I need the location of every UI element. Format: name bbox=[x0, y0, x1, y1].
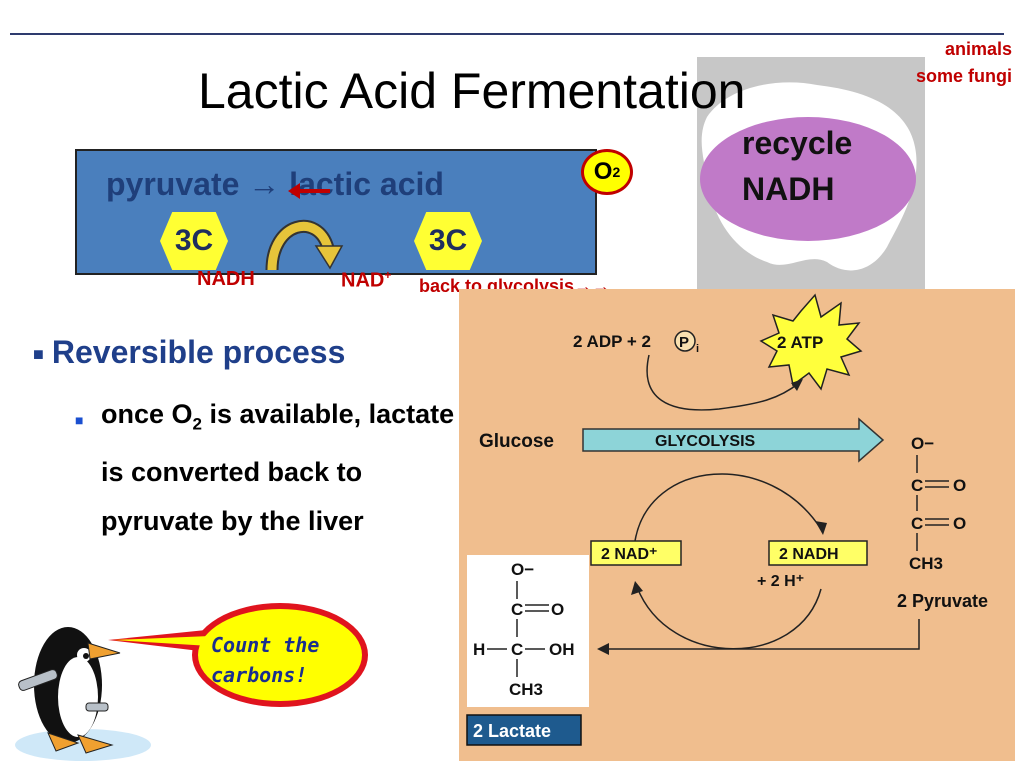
pyruvate-o1: O bbox=[953, 476, 966, 495]
carbon-hexagon-right: 3C bbox=[414, 212, 482, 270]
pyruvate-c1: C bbox=[911, 476, 923, 495]
nad-label: NAD+ bbox=[341, 268, 391, 293]
bubble-line1: Count the bbox=[211, 633, 320, 657]
nadh-box bbox=[768, 540, 868, 566]
lactate-structure-box bbox=[467, 555, 589, 707]
lactate-ch3: CH3 bbox=[509, 680, 543, 699]
lactate-label-box bbox=[466, 714, 582, 746]
lactate-o-minus: O− bbox=[511, 560, 534, 579]
pyruvate-o-minus: O− bbox=[911, 434, 934, 453]
bullet-reversible: ■ Reversible process bbox=[33, 334, 345, 371]
lactate-label: 2 Lactate bbox=[473, 721, 551, 741]
atp-arrow bbox=[646, 354, 800, 411]
pyruvate-label: 2 Pyruvate bbox=[897, 591, 988, 611]
phosphate-icon bbox=[674, 330, 696, 352]
nad-text: 2 NAD⁺ bbox=[601, 546, 657, 563]
bullet-main-text: Reversible process bbox=[51, 334, 346, 370]
carbon-hexagon-left: 3C bbox=[160, 212, 228, 270]
glycolysis-arrow bbox=[582, 417, 885, 463]
pyruvate-to-lactate-arrow bbox=[605, 619, 920, 650]
h-plus-label: + 2 H⁺ bbox=[757, 573, 804, 590]
sub-text-part2: is available, lactate is converted back … bbox=[101, 399, 455, 537]
slide-title: Lactic Acid Fermentation bbox=[198, 63, 746, 119]
lactate-c2: C bbox=[511, 640, 523, 659]
pi-subscript: i bbox=[696, 343, 699, 355]
speech-bubble bbox=[108, 603, 368, 707]
lactate-o: O bbox=[551, 600, 564, 619]
atp-burst bbox=[759, 293, 863, 391]
pyruvate-ch3: CH3 bbox=[909, 554, 943, 573]
recycle-panel bbox=[697, 57, 925, 289]
pi-label: P bbox=[679, 334, 689, 351]
nadh-label: NADH bbox=[197, 268, 255, 290]
glycolysis-diagram: 2 ATP 2 ADP + 2 P i GLYCOLYSIS Glucose 2… bbox=[459, 289, 1015, 761]
nadh-cycle-arrow-icon bbox=[265, 219, 344, 271]
bubble-line2: carbons! bbox=[211, 663, 308, 687]
sub-text-part1: once O bbox=[101, 399, 193, 429]
lactate-c1: C bbox=[511, 600, 523, 619]
o2-label: O bbox=[593, 158, 613, 185]
nad-plus: + bbox=[384, 268, 392, 282]
reverse-arrow-icon bbox=[288, 183, 330, 199]
recycle-blob bbox=[700, 82, 917, 271]
nad-cycle-top-arrow bbox=[634, 473, 822, 542]
recycle-nadh-text: recycle NADH bbox=[742, 120, 852, 212]
nad-box bbox=[590, 540, 682, 566]
pyruvate-o2: O bbox=[953, 514, 966, 533]
bubble-text: Count the carbons! bbox=[211, 630, 361, 690]
penguin-mascot-icon bbox=[15, 627, 151, 761]
tag-fungi: some fungi bbox=[915, 66, 1012, 86]
recycle-line1: recycle bbox=[742, 125, 853, 161]
top-divider bbox=[10, 33, 1004, 35]
diagram-canvas: 2 ATP 2 ADP + 2 P i GLYCOLYSIS Glucose 2… bbox=[466, 293, 988, 746]
pyruvate-c2: C bbox=[911, 514, 923, 533]
sub-bullet-text: once O2 is available, lactate is convert… bbox=[101, 390, 465, 546]
nad-text: NAD bbox=[341, 269, 385, 292]
glucose-label: Glucose bbox=[479, 431, 554, 452]
bullet-sub: ■ once O2 is available, lactate is conve… bbox=[75, 390, 465, 546]
bullet-square-icon: ■ bbox=[33, 344, 44, 365]
nadh-text: 2 NADH bbox=[779, 546, 839, 563]
recycle-line2: NADH bbox=[742, 171, 835, 207]
adp-label: 2 ADP + 2 bbox=[573, 332, 651, 351]
o2-subscript: 2 bbox=[612, 164, 621, 180]
lactate-oh: OH bbox=[549, 640, 575, 659]
lactate-h: H bbox=[473, 640, 485, 659]
atp-label: 2 ATP bbox=[777, 333, 823, 352]
sub-bullet-square-icon: ■ bbox=[75, 412, 84, 428]
reaction-equation: pyruvate → lactic acid bbox=[106, 166, 444, 202]
organism-tags: animals some fungi bbox=[916, 36, 1012, 90]
tag-animals: animals bbox=[944, 39, 1012, 59]
nad-cycle-bottom-arrow bbox=[636, 586, 822, 650]
glycolysis-label: GLYCOLYSIS bbox=[655, 433, 756, 450]
sub-o2-subscript: 2 bbox=[192, 414, 202, 434]
